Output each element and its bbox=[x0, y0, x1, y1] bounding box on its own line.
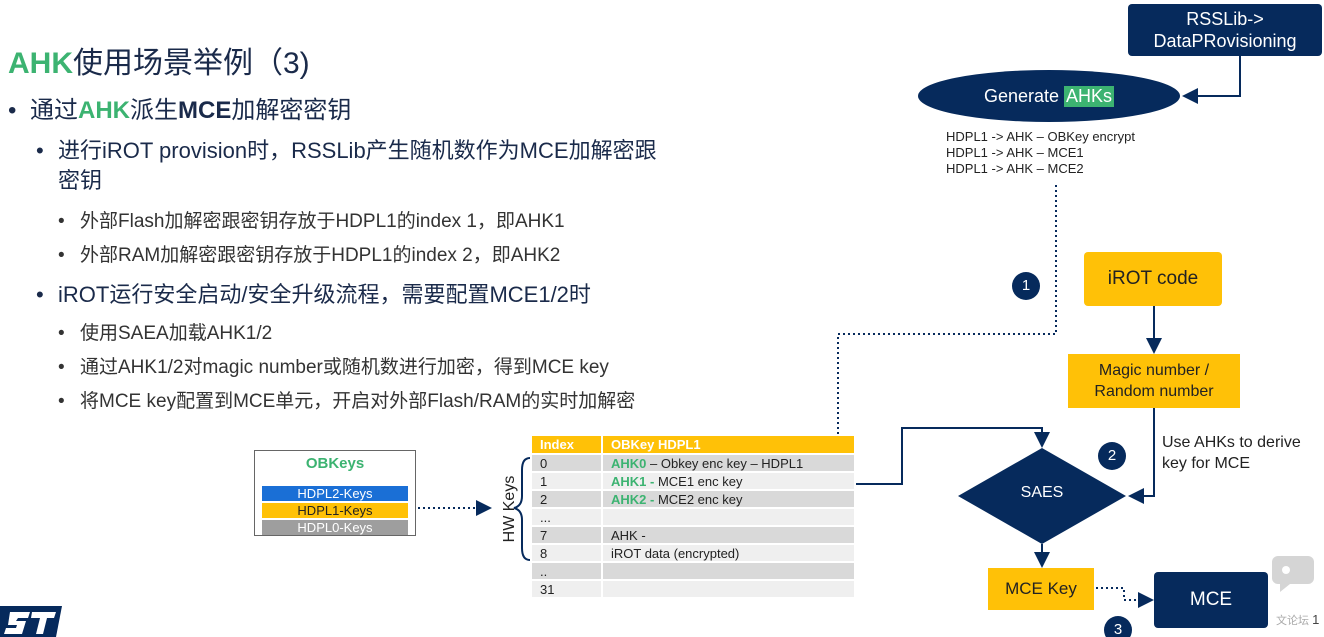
obkeys-title: OBKeys bbox=[305, 455, 365, 472]
bullet-l3c: •使用SAEA加载AHK1/2 bbox=[58, 323, 273, 344]
bullet-l3e: •将MCE key配置到MCE单元，开启对外部Flash/RAM的实时加解密 bbox=[58, 391, 636, 412]
bullet-l2a: •进行iROT provision时，RSSLib产生随机数作为MCE加解密跟 … bbox=[36, 138, 657, 193]
saes-diamond-shape bbox=[958, 448, 1126, 544]
hw-keys-label: HW Keys bbox=[501, 475, 518, 543]
step-2-badge: 2 bbox=[1098, 442, 1126, 470]
mce-key-box: MCE Key bbox=[988, 568, 1094, 610]
irot-code-box: iROT code bbox=[1084, 252, 1222, 306]
hdpl2-keys: HDPL2-Keys bbox=[262, 486, 408, 501]
th-obkey: OBKey HDPL1 bbox=[602, 436, 854, 455]
th-index: Index bbox=[532, 436, 603, 455]
bullet-l2b: •iROT运行安全启动/安全升级流程，需要配置MCE1/2时 bbox=[36, 282, 591, 307]
page-number: 1 bbox=[1312, 612, 1320, 627]
table-row: ... bbox=[532, 508, 854, 527]
bullet-l3d: •通过AHK1/2对magic number或随机数进行加密，得到MCE key bbox=[58, 357, 609, 378]
hdpl-list: HDPL1 -> AHK – OBKey encrypt HDPL1 -> AH… bbox=[946, 129, 1135, 176]
step-3-badge: 3 bbox=[1104, 616, 1132, 637]
generate-ahks-ellipse: Generate AHKs bbox=[918, 70, 1180, 122]
arrow-table-to-saes bbox=[856, 427, 1050, 485]
hwkeys-brace bbox=[513, 457, 531, 561]
step-1-badge: 1 bbox=[1012, 272, 1040, 300]
dotted-generate-to-table bbox=[834, 185, 1057, 488]
rsslib-box: RSSLib->DataPRovisioning bbox=[1128, 4, 1322, 56]
table-row: .. bbox=[532, 562, 854, 581]
title-rest: 使用场景举例（3) bbox=[73, 47, 310, 80]
hw-keys-label-wrap: HW Keys bbox=[496, 470, 526, 550]
footer: 文论坛 1 bbox=[1276, 612, 1320, 627]
title-ahk: AHK bbox=[8, 47, 73, 80]
obkeys-box: OBKeys HDPL2-Keys HDPL1-Keys HDPL0-Keys bbox=[254, 450, 416, 536]
hdpl1-keys: HDPL1-Keys bbox=[262, 503, 408, 518]
forum-watermark-icon bbox=[1272, 556, 1314, 592]
bullet-l3b: •外部RAM加解密跟密钥存放于HDPL1的index 2，即AHK2 bbox=[58, 245, 561, 266]
table-row: 31 bbox=[532, 580, 854, 599]
arrow-magic-to-saes bbox=[1128, 408, 1155, 504]
magic-number-box: Magic number /Random number bbox=[1068, 354, 1240, 408]
arrow-rss-to-generate bbox=[1182, 56, 1241, 104]
table-header: Index OBKey HDPL1 bbox=[532, 436, 854, 455]
page-title: AHK使用场景举例（3) bbox=[8, 38, 310, 82]
hdpl0-keys: HDPL0-Keys bbox=[262, 520, 408, 535]
saes-label: SAES bbox=[1020, 484, 1064, 501]
st-logo-icon bbox=[0, 606, 62, 637]
mce-box: MCE bbox=[1154, 572, 1268, 628]
bullet-l1: •通过AHK派生MCE加解密密钥 bbox=[8, 97, 352, 124]
bullet-l3a: •外部Flash加解密跟密钥存放于HDPL1的index 1，即AHK1 bbox=[58, 211, 565, 232]
saes-diamond: SAES bbox=[958, 448, 1126, 544]
dotted-mcekey-to-mce bbox=[1096, 587, 1154, 608]
